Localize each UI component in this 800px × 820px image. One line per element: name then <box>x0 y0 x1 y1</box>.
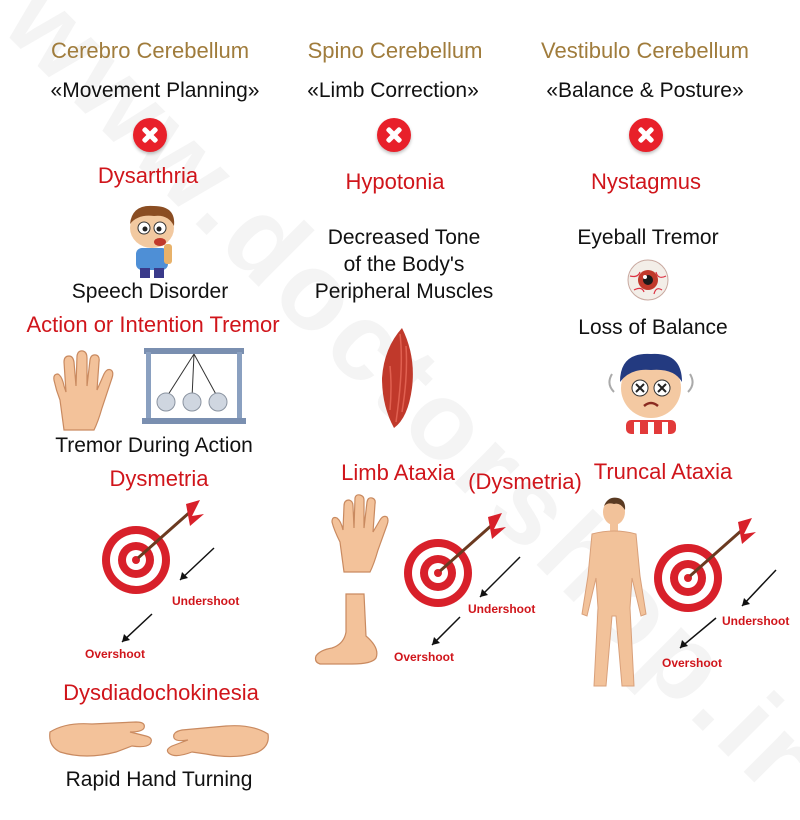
column-title-vestibulo: Vestibulo Cerebellum <box>541 38 749 63</box>
dysmetria-target-diagram <box>102 500 215 643</box>
overshoot-label: Overshoot <box>662 656 723 670</box>
rapid-hand-turning-label: Rapid Hand Turning <box>65 768 253 791</box>
close-circle-icon <box>133 118 167 152</box>
column-title-spino: Spino Cerebellum <box>307 38 483 63</box>
speech-disorder-label: Speech Disorder <box>71 280 229 303</box>
decreased-tone-line: Peripheral Muscles <box>314 280 494 303</box>
dysdiadochokinesia-label: Dysdiadochokinesia <box>63 680 259 705</box>
hand-turning-icon <box>49 721 269 758</box>
target-icon <box>654 544 722 612</box>
overshoot-label: Overshoot <box>85 647 146 661</box>
column-subtitle-spino: «Limb Correction» <box>307 79 479 102</box>
eyeball-tremor-label: Eyeball Tremor <box>577 226 719 249</box>
column-subtitle-cerebro: «Movement Planning» <box>50 79 260 102</box>
dysarthria-label: Dysarthria <box>97 163 199 188</box>
limb-ataxia-label: Limb Ataxia <box>341 460 455 485</box>
decreased-tone-line: Decreased Tone <box>327 226 481 249</box>
undershoot-label: Undershoot <box>722 614 790 628</box>
arrow-in-target-icon <box>137 500 204 560</box>
newtons-cradle-icon <box>142 348 246 424</box>
limb-ataxia-target-diagram <box>404 513 521 646</box>
arrow-in-target-icon <box>689 518 756 578</box>
loss-of-balance-label: Loss of Balance <box>578 316 728 339</box>
decreased-tone-line: of the Body's <box>343 253 465 276</box>
hand-icon <box>331 494 389 573</box>
close-circle-icon <box>629 118 663 152</box>
arrow-in-target-icon <box>439 513 506 573</box>
undershoot-label: Undershoot <box>468 602 536 616</box>
truncal-ataxia-target-diagram <box>654 518 777 649</box>
muscle-icon <box>382 328 413 428</box>
foot-icon <box>314 593 378 665</box>
truncal-ataxia-label: Truncal Ataxia <box>593 459 733 484</box>
hypotonia-label: Hypotonia <box>345 169 445 194</box>
eyeball-icon <box>627 259 669 301</box>
open-hand-icon <box>53 350 114 431</box>
nystagmus-label: Nystagmus <box>590 169 702 194</box>
column-subtitle-vestibulo: «Balance & Posture» <box>546 79 744 102</box>
decreased-tone-text: Decreased Tone of the Body's Peripheral … <box>315 224 494 305</box>
target-icon <box>102 526 170 594</box>
column-title-cerebro: Cerebro Cerebellum <box>50 38 250 63</box>
dysmetria-paren-label: (Dysmetria) <box>468 469 582 494</box>
dizzy-boy-icon <box>608 353 694 434</box>
dysmetria-label: Dysmetria <box>109 466 209 491</box>
tremor-during-action-label: Tremor During Action <box>55 434 253 457</box>
speech-disorder-boy-icon <box>130 205 175 278</box>
target-icon <box>404 539 472 607</box>
close-circle-icon <box>377 118 411 152</box>
human-body-icon <box>581 497 647 687</box>
intention-tremor-label: Action or Intention Tremor <box>26 312 280 337</box>
undershoot-label: Undershoot <box>172 594 240 608</box>
overshoot-label: Overshoot <box>394 650 455 664</box>
